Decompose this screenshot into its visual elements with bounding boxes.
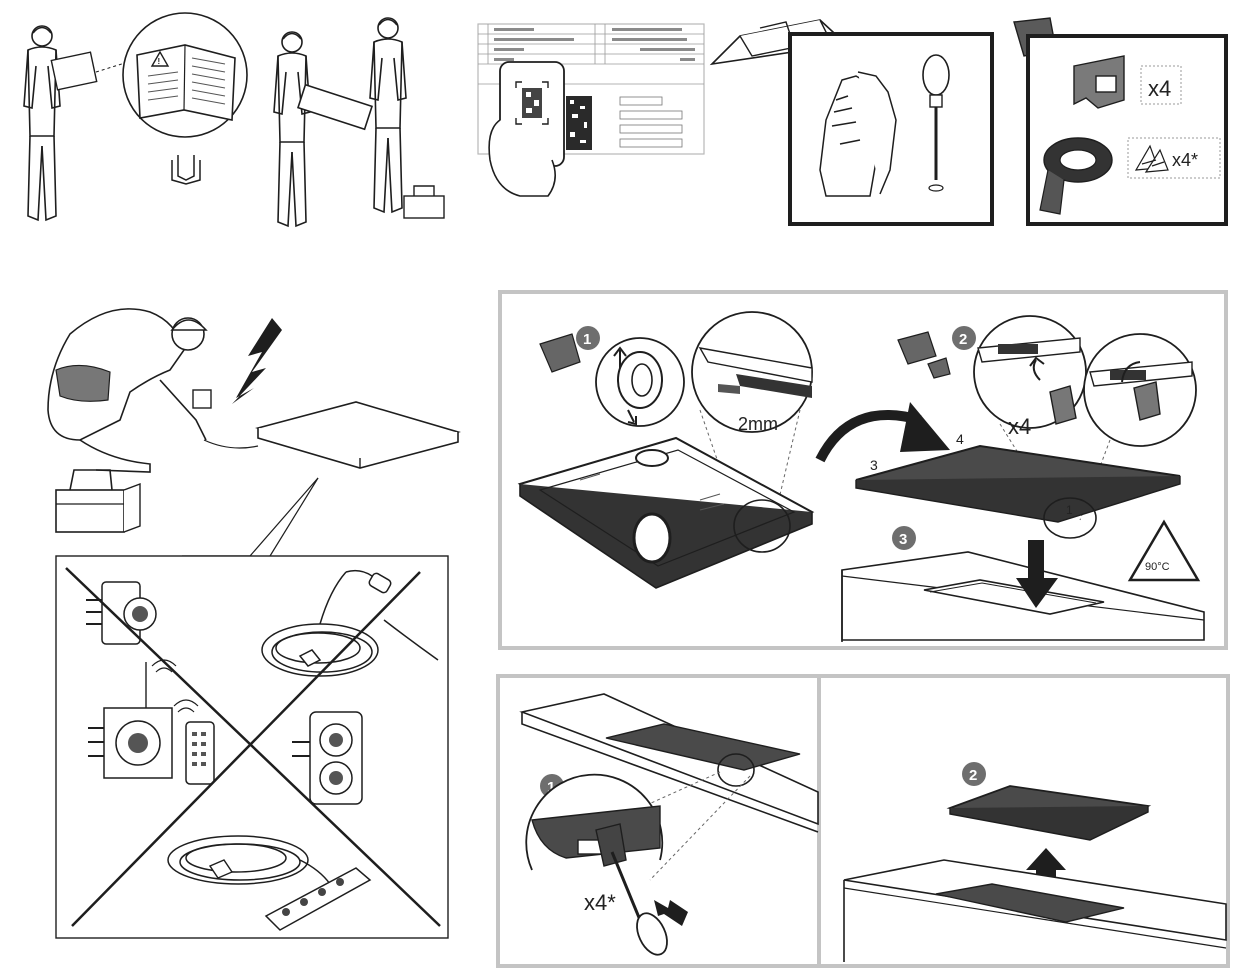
screws-icon bbox=[1134, 144, 1169, 173]
hand bbox=[488, 119, 556, 197]
installation-panel: 1 2mm 2 bbox=[498, 290, 1228, 650]
step-number: 1 bbox=[547, 779, 555, 796]
step-number: 2 bbox=[969, 767, 977, 784]
forbidden-connections-panel bbox=[55, 555, 449, 939]
hob-underside bbox=[517, 436, 815, 589]
sealing-tape-icon bbox=[1039, 137, 1113, 215]
empty-worktop bbox=[843, 859, 1227, 962]
screws-qty-label: x4* bbox=[1172, 150, 1198, 170]
manual-icon: ! bbox=[136, 44, 236, 121]
hob-edge-detail bbox=[698, 347, 813, 398]
rating-plate-scene bbox=[477, 23, 705, 197]
small-toolbox-icon bbox=[403, 185, 445, 219]
seal-bag-icon bbox=[539, 333, 581, 373]
step-badge bbox=[962, 762, 986, 786]
power-strip-icon bbox=[167, 835, 372, 931]
screwdriver-icon bbox=[610, 851, 668, 956]
clip-detail-b bbox=[1089, 361, 1193, 421]
tools-scene bbox=[709, 19, 994, 226]
worktop bbox=[841, 551, 1205, 642]
corner-1-label: 1 bbox=[1066, 503, 1073, 517]
open-manual bbox=[50, 51, 98, 91]
label-fields bbox=[619, 96, 683, 148]
gloves-icon bbox=[819, 71, 897, 197]
gap-label: 2mm bbox=[738, 414, 778, 434]
electrician-scene bbox=[47, 308, 461, 557]
remove-qty-label: x4* bbox=[584, 890, 616, 915]
reader-person bbox=[23, 25, 61, 221]
corner-3-label: 3 bbox=[870, 457, 878, 473]
barcode bbox=[566, 96, 592, 150]
clips-bag-icon bbox=[897, 331, 937, 365]
small-book-icon bbox=[171, 155, 201, 185]
warning-triangle-icon bbox=[1127, 519, 1201, 582]
qr-code-icon bbox=[515, 81, 549, 125]
flip-arrow bbox=[815, 410, 922, 463]
timer-socket-icon bbox=[88, 659, 215, 785]
cross-mark bbox=[65, 567, 441, 927]
hob-on-floor bbox=[255, 401, 461, 469]
step-number: 1 bbox=[583, 331, 591, 348]
svg-text:!: ! bbox=[158, 57, 161, 66]
carried-hob bbox=[296, 83, 374, 131]
temperature-label: 90°C bbox=[1145, 561, 1170, 573]
wall-outlet bbox=[192, 389, 212, 409]
down-arrow bbox=[1016, 540, 1058, 608]
flip-arrow-head bbox=[900, 402, 950, 452]
step-badge bbox=[952, 326, 976, 350]
clips-qty-label: x4 bbox=[1008, 414, 1031, 439]
worker-right bbox=[369, 17, 407, 213]
accessories-scene: x4 x4* bbox=[1013, 17, 1228, 226]
installed-worktop bbox=[519, 693, 819, 833]
lifted-hob bbox=[946, 785, 1152, 841]
removal-panel: 1 x4* 2 bbox=[496, 674, 1230, 968]
safety-manual-scene: ! bbox=[23, 12, 445, 227]
push-arrow bbox=[654, 900, 688, 926]
double-socket-icon bbox=[292, 711, 363, 805]
lightning-icon bbox=[232, 318, 282, 404]
hob-top bbox=[855, 444, 1181, 539]
step-badge bbox=[892, 526, 916, 550]
release-zoom-circle bbox=[525, 773, 664, 871]
bracket-icon bbox=[1073, 55, 1125, 109]
screwdriver-icon bbox=[922, 54, 950, 192]
step-badge bbox=[576, 326, 600, 350]
step-number: 2 bbox=[959, 331, 967, 348]
sealing-tape-icon bbox=[613, 346, 663, 426]
brackets-qty-label: x4 bbox=[1148, 76, 1171, 101]
toolbox-icon bbox=[55, 469, 141, 533]
clip-detail-a bbox=[977, 337, 1081, 425]
worker-left bbox=[273, 31, 311, 227]
step-number: 3 bbox=[899, 531, 907, 548]
corner-4-label: 4 bbox=[956, 431, 964, 447]
kneeling-electrician bbox=[47, 308, 185, 441]
